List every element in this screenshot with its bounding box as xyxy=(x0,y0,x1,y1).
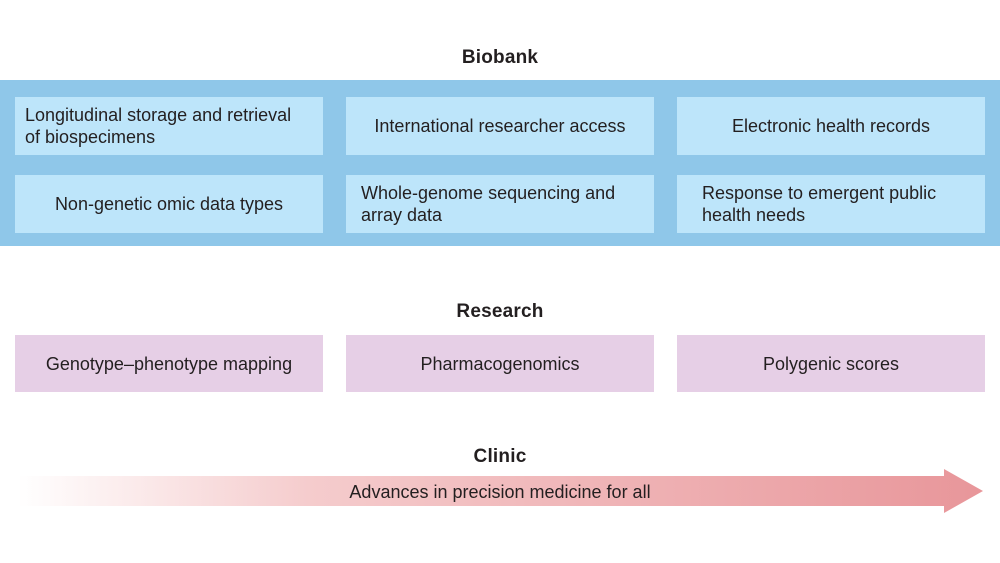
biobank-box-researcher-access: International researcher access xyxy=(346,97,654,155)
research-title: Research xyxy=(456,301,544,322)
arrow-label: Advances in precision medicine for all xyxy=(349,482,651,502)
text-line: Longitudinal storage and retrieval xyxy=(25,105,292,125)
biobank-title: Biobank xyxy=(461,47,539,68)
research-box-genotype-phenotype: Genotype–phenotype mapping xyxy=(15,335,323,392)
research-box-polygenic-scores: Polygenic scores xyxy=(677,335,985,392)
text-line: Whole-genome sequencing and xyxy=(361,183,616,203)
research-box-pharmacogenomics: Pharmacogenomics xyxy=(346,335,654,392)
text-line: health needs xyxy=(702,205,806,225)
biobank-box-health-records: Electronic health records xyxy=(677,97,985,155)
biobank-box-sequencing-text: Whole-genome sequencing and array data xyxy=(361,182,615,226)
text-line: Pharmacogenomics xyxy=(420,353,580,374)
biobank-box-storage: Longitudinal storage and retrieval of bi… xyxy=(15,97,323,155)
biobank-box-public-health: Response to emergent public health needs xyxy=(677,175,985,233)
biobank-box-omic-data: Non-genetic omic data types xyxy=(15,175,323,233)
biobank-box-sequencing: Whole-genome sequencing and array data xyxy=(346,175,654,233)
clinic-title: Clinic xyxy=(473,446,527,467)
text-line: of biospecimens xyxy=(25,127,156,147)
text-line: Polygenic scores xyxy=(762,353,900,374)
text-line: Non-genetic omic data types xyxy=(54,194,284,214)
text-line: Electronic health records xyxy=(731,116,931,136)
biobank-box-public-health-text: Response to emergent public health needs xyxy=(702,182,936,226)
arrow-shape xyxy=(18,469,983,513)
text-line: array data xyxy=(361,205,443,225)
progress-arrow xyxy=(18,469,983,513)
text-line: International researcher access xyxy=(374,116,626,136)
biobank-box-storage-text: Longitudinal storage and retrieval of bi… xyxy=(25,104,291,148)
text-line: Response to emergent public xyxy=(702,183,937,203)
text-line: Genotype–phenotype mapping xyxy=(45,353,293,374)
